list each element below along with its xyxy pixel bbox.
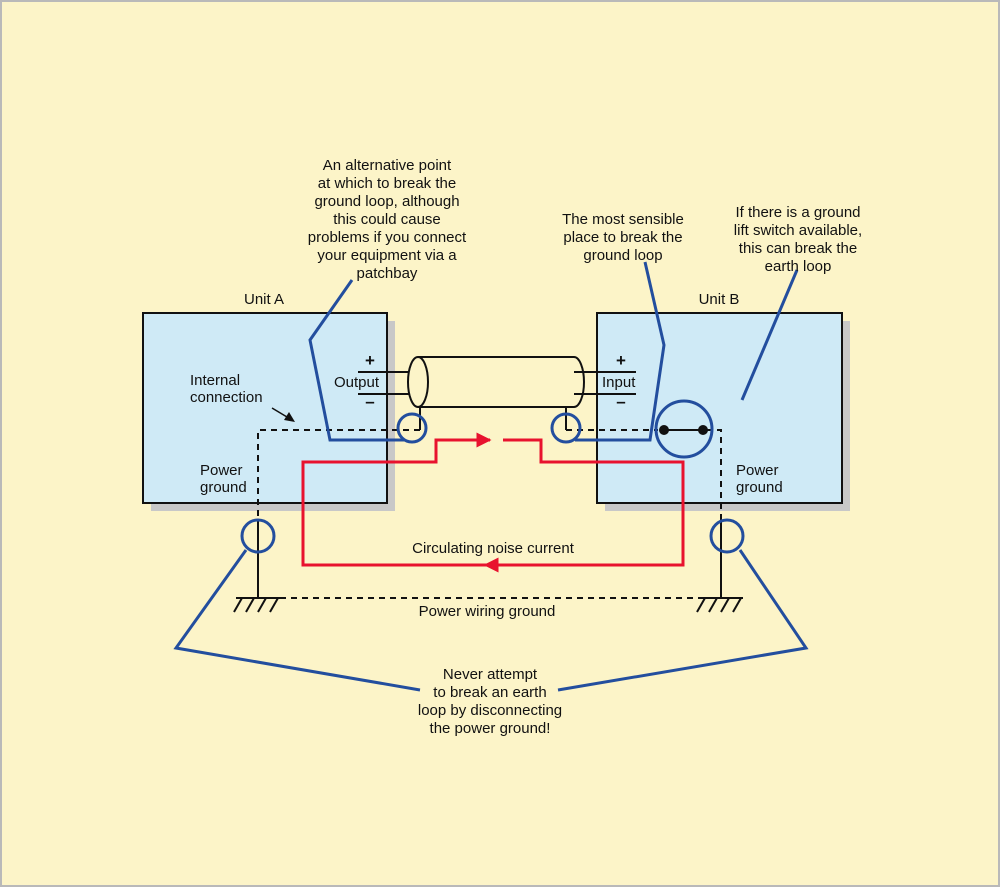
unit-b-port-label: Input bbox=[602, 374, 636, 391]
circulating-noise-label: Circulating noise current bbox=[412, 540, 575, 557]
never-line1: Never attempt bbox=[443, 666, 538, 683]
unit-b: Unit B Input + – Power ground bbox=[596, 291, 850, 511]
noise-current-bottom-left bbox=[301, 540, 487, 567]
internal-connection-line1: Internal bbox=[190, 372, 240, 389]
internal-connection-line2: connection bbox=[190, 389, 263, 406]
unit-a-box bbox=[142, 312, 388, 504]
unit-b-minus: – bbox=[616, 392, 625, 411]
alternative-line5: problems if you connect bbox=[308, 229, 467, 246]
sensible-break-circle bbox=[550, 412, 582, 444]
unit-b-ground-line2: ground bbox=[736, 479, 783, 496]
callout-markers bbox=[173, 261, 809, 692]
alternative-line3: ground loop, although bbox=[314, 193, 459, 210]
unit-a-ground-line2: ground bbox=[200, 479, 247, 496]
alternative-line7: patchbay bbox=[357, 265, 418, 282]
cable-right-end bbox=[573, 356, 585, 408]
never-line2: to break an earth bbox=[433, 684, 546, 701]
unit-b-box bbox=[596, 312, 843, 504]
sensible-callout-line bbox=[575, 261, 666, 442]
lift-switch-circle bbox=[654, 399, 714, 459]
alternative-callout-line bbox=[308, 279, 405, 442]
lift-switch-callout: If there is a ground lift switch availab… bbox=[734, 204, 862, 275]
power-wiring-ground-label: Power wiring ground bbox=[419, 603, 556, 620]
alternative-line2: at which to break the bbox=[318, 175, 456, 192]
audio-cable bbox=[407, 356, 585, 408]
unit-a-power-ground-circle bbox=[240, 518, 276, 554]
cable-left-end bbox=[407, 356, 429, 408]
unit-b-power-ground-circle bbox=[709, 518, 745, 554]
never-line4: the power ground! bbox=[430, 720, 551, 737]
noise-current-loop bbox=[301, 432, 685, 573]
never-line3: loop by disconnecting bbox=[418, 702, 562, 719]
internal-connection-arrowhead bbox=[284, 412, 295, 422]
noise-current-right-and-bottom bbox=[483, 438, 685, 573]
alternative-callout: An alternative point at which to break t… bbox=[308, 157, 467, 282]
unit-b-ground-line1: Power bbox=[736, 462, 779, 479]
lift-switch-line3: this can break the bbox=[739, 240, 857, 257]
power-grounds bbox=[233, 520, 743, 613]
unit-a-ground-symbol bbox=[233, 597, 280, 613]
noise-current-upper-left bbox=[301, 432, 492, 540]
sensible-callout: The most sensible place to break the gro… bbox=[562, 211, 684, 264]
ground-lift-contact-right bbox=[698, 425, 708, 435]
unit-a-port-label: Output bbox=[334, 374, 380, 391]
unit-a-internal-connection bbox=[257, 429, 420, 520]
lift-switch-callout-line bbox=[740, 269, 799, 401]
unit-a-ground-line1: Power bbox=[200, 462, 243, 479]
unit-b-ground-symbol bbox=[696, 597, 743, 613]
unit-a-plus: + bbox=[365, 351, 375, 370]
unit-b-plus: + bbox=[616, 351, 626, 370]
alternative-line1: An alternative point bbox=[323, 157, 452, 174]
lift-switch-line2: lift switch available, bbox=[734, 222, 862, 239]
alternative-line6: your equipment via a bbox=[317, 247, 457, 264]
never-callout-line-left bbox=[173, 549, 421, 692]
ground-lift-switch[interactable] bbox=[659, 425, 708, 435]
lift-switch-line4: earth loop bbox=[765, 258, 832, 275]
alternative-break-circle bbox=[396, 412, 428, 444]
unit-b-title: Unit B bbox=[699, 291, 740, 308]
unit-a-minus: – bbox=[365, 392, 374, 411]
unit-a: Unit A Output + – Internal connection Po… bbox=[142, 291, 395, 511]
sensible-line1: The most sensible bbox=[562, 211, 684, 228]
ground-lift-contact-left bbox=[659, 425, 669, 435]
sensible-line2: place to break the bbox=[563, 229, 682, 246]
lift-switch-line1: If there is a ground bbox=[735, 204, 860, 221]
unit-a-title: Unit A bbox=[244, 291, 284, 308]
never-callout: Never attempt to break an earth loop by … bbox=[418, 666, 562, 737]
never-callout-line-right bbox=[557, 549, 809, 692]
alternative-line4: this could cause bbox=[333, 211, 441, 228]
sensible-line3: ground loop bbox=[583, 247, 662, 264]
cable-body bbox=[418, 357, 574, 407]
